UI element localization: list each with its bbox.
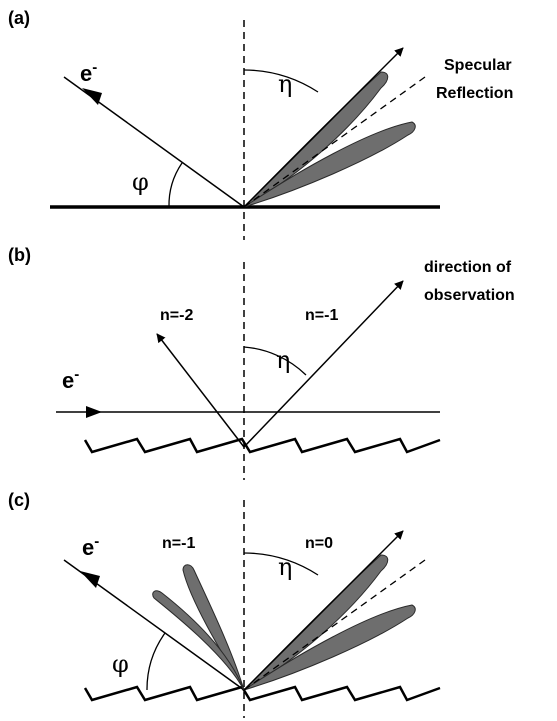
panel-b-note-line1: direction of xyxy=(424,259,512,276)
panel-b-tag: (b) xyxy=(8,245,31,265)
panel-c-left-lobe-1 xyxy=(182,564,245,691)
panel-c-grating xyxy=(83,685,441,702)
panel-c-eta-label: η xyxy=(278,553,292,581)
panel-b-note-line2: observation xyxy=(424,287,515,304)
panel-a-note-line1: Specular xyxy=(444,57,512,74)
panel-b-order-right: n=-1 xyxy=(305,307,338,324)
panel-c-phi-arc xyxy=(146,632,166,691)
panel-c-observation-arrow xyxy=(243,530,404,691)
panel-a-lower-lobe xyxy=(243,121,416,208)
panel-b-order-right-arrow xyxy=(243,280,404,448)
panel-b-incident-arrowhead xyxy=(86,406,102,418)
panel-a-incident-arrowhead xyxy=(82,88,102,105)
panel-a-tag: (a) xyxy=(8,8,30,28)
panel-b-order-left-arrow xyxy=(156,333,245,448)
panel-c-left-lobe-2 xyxy=(152,590,245,691)
panel-b-eta-arc xyxy=(243,346,307,376)
panel-a-observation-arrow xyxy=(243,47,404,208)
panel-b-electron-label: e- xyxy=(62,366,79,393)
panel-c-specular-line xyxy=(243,559,426,691)
panel-a-eta-arc xyxy=(243,69,319,93)
panel-c-eta-arc xyxy=(243,552,319,576)
panel-c-incident-arrowhead xyxy=(80,571,100,588)
panel-a-phi-label: φ xyxy=(132,168,149,196)
panel-a-electron-label: e- xyxy=(80,59,97,86)
panel-c: (c) e- η φ n=-1 n=0 xyxy=(8,490,441,718)
panel-a: (a) e- η φ Specular Reflection xyxy=(8,8,513,240)
panel-a-specular-line xyxy=(243,76,426,208)
panel-c-order-left: n=-1 xyxy=(162,535,195,552)
panel-c-lower-lobe xyxy=(243,604,416,691)
panel-b-order-left: n=-2 xyxy=(160,307,193,324)
panel-c-phi-label: φ xyxy=(112,650,129,678)
panel-a-phi-arc xyxy=(168,162,183,208)
panel-a-note-line2: Reflection xyxy=(436,85,513,102)
panel-a-eta-label: η xyxy=(278,70,292,98)
panel-c-tag: (c) xyxy=(8,490,30,510)
panel-c-electron-label: e- xyxy=(82,533,99,560)
panel-b-grating xyxy=(83,437,441,454)
panel-b: (b) e- η n=-2 n=-1 direction of observat… xyxy=(8,245,515,480)
panel-b-eta-label: η xyxy=(276,346,290,374)
panel-c-order-right: n=0 xyxy=(305,535,333,552)
